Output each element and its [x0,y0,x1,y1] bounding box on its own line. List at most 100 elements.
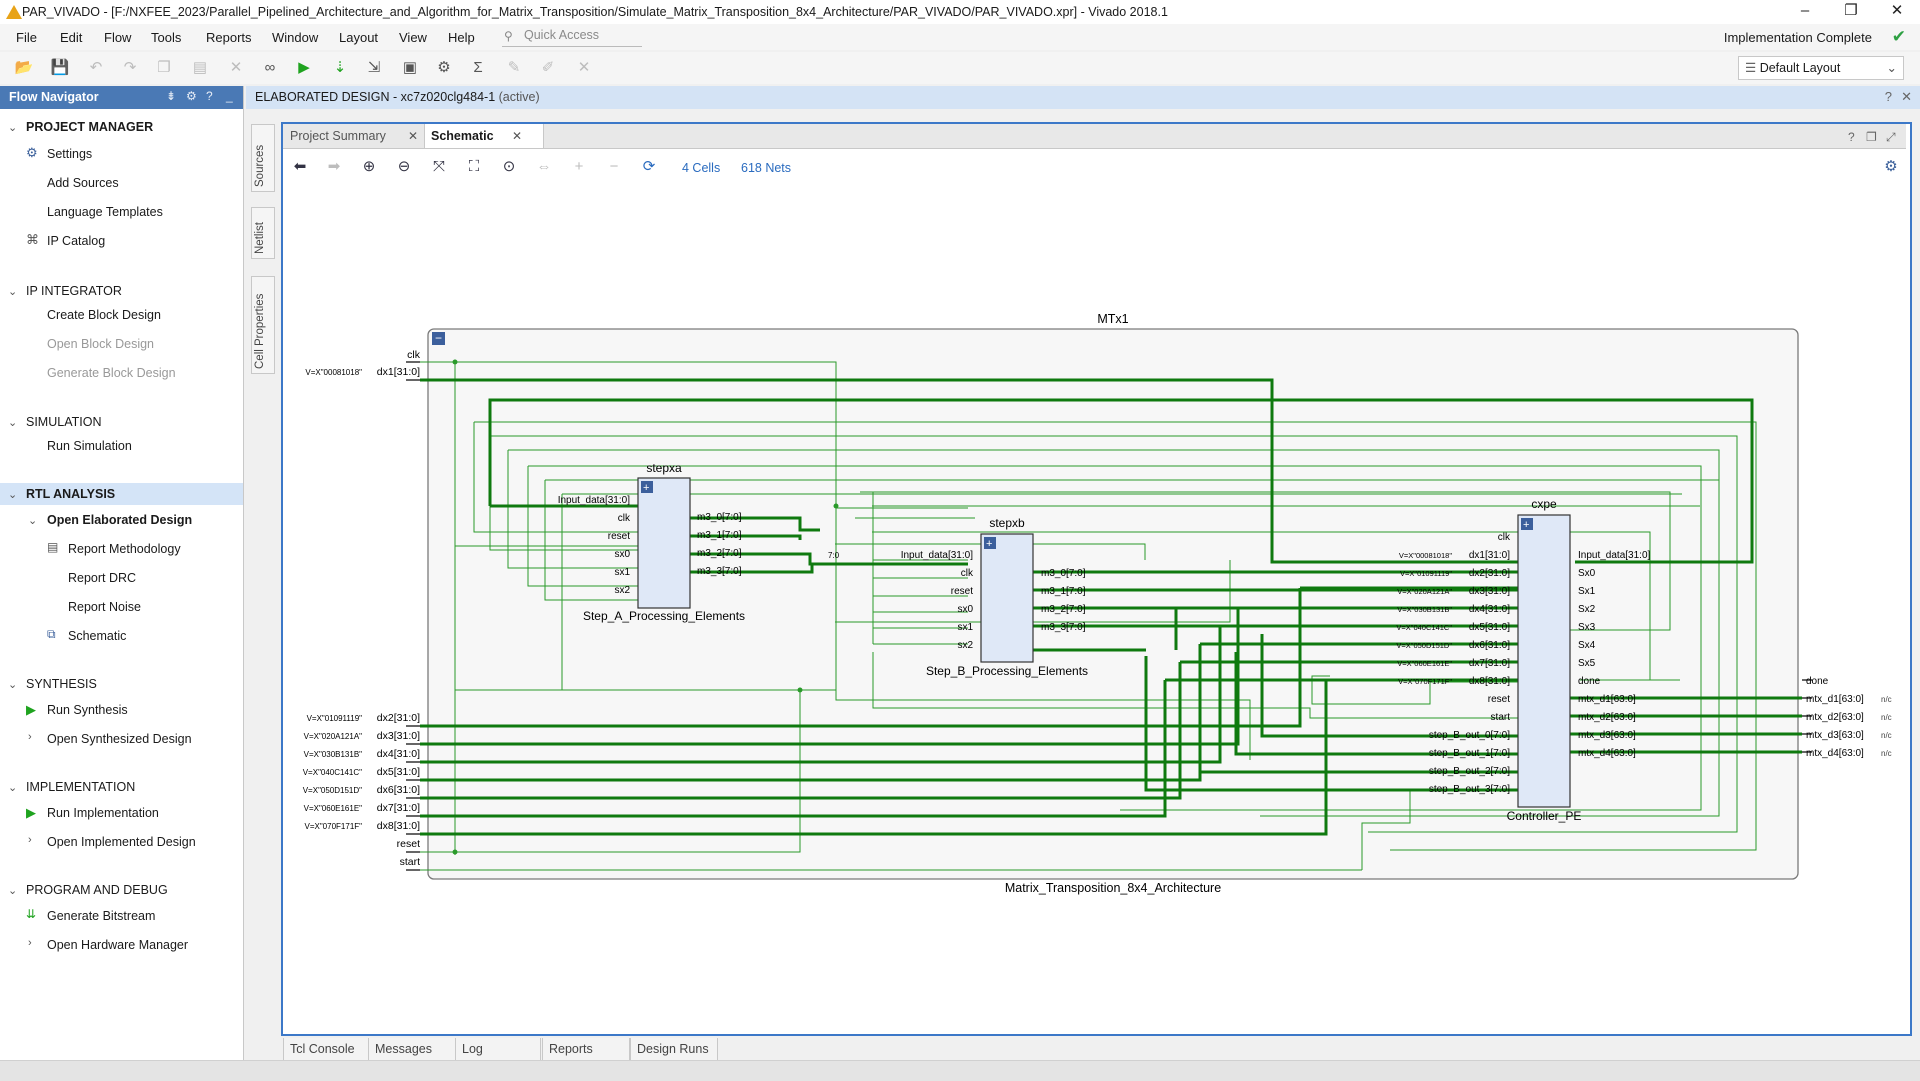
nav-section-implementation[interactable]: IMPLEMENTATION [26,780,136,794]
copy-icon[interactable]: ❐ [157,59,171,76]
zoom-out-icon[interactable]: ⊖ [397,158,411,175]
nav-section-project-manager[interactable]: PROJECT MANAGER [26,120,154,134]
menu-file[interactable]: File [16,30,37,45]
port-dx7[interactable]: dx7[31:0] [377,802,420,814]
nav-item-open-block-design[interactable]: Open Block Design [47,337,155,351]
port-dx5[interactable]: dx5[31:0] [377,766,420,778]
chevron-down-icon[interactable]: ⌄ [8,782,18,794]
expand-icon[interactable]: ⇔ [536,158,552,175]
report-icon[interactable]: ▣ [402,59,418,76]
restore-icon[interactable]: ❐ [1866,130,1877,144]
tab-schematic[interactable]: Schematic [424,124,544,148]
settings-icon[interactable]: ⚙ [186,89,197,103]
collapse-all-icon[interactable]: ⇟ [166,89,177,103]
nav-item-report-drc[interactable]: Report DRC [68,571,137,585]
gear-icon[interactable]: ⚙ [437,59,451,76]
port-dx6[interactable]: dx6[31:0] [377,784,420,796]
chevron-down-icon[interactable]: ⌄ [8,286,18,298]
download-icon[interactable]: ⇲ [367,59,381,76]
port-dx4[interactable]: dx4[31:0] [377,748,420,760]
port-dx2[interactable]: dx2[31:0] [377,712,420,724]
close-icon[interactable]: ✕ [1901,89,1912,104]
port-mtx-d1[interactable]: mtx_d1[63:0] [1806,694,1864,705]
nav-item-generate-bitstream[interactable]: Generate Bitstream [47,909,156,923]
open-project-icon[interactable]: 📂 [14,59,34,76]
chevron-right-icon[interactable]: › [28,834,32,846]
menu-view[interactable]: View [399,30,427,45]
sigma-icon[interactable]: Σ [473,59,483,76]
port-dx8[interactable]: dx8[31:0] [377,820,420,832]
close-tab-icon[interactable]: ✕ [512,129,523,143]
cxpe-cell[interactable] [1517,514,1571,808]
nav-item-generate-block-design[interactable]: Generate Block Design [47,366,176,380]
nav-item-report-noise[interactable]: Report Noise [68,600,141,614]
port-mtx-d4[interactable]: mtx_d4[63:0] [1806,748,1864,759]
zoom-area-icon[interactable]: ⛶ [468,158,480,175]
zoom-fit-icon[interactable]: ⤧ [432,158,445,175]
nav-item-run-simulation[interactable]: Run Simulation [47,439,132,453]
debug-icon[interactable]: ✎ [507,59,521,76]
cancel-icon[interactable]: ✕ [577,59,591,76]
nav-item-open-implemented-design[interactable]: Open Implemented Design [47,835,196,849]
maximize-button[interactable]: ❐ [1844,2,1858,19]
binoculars-icon[interactable]: ∞ [264,59,276,76]
nav-item-run-synthesis[interactable]: Run Synthesis [47,703,128,717]
minimize-panel-icon[interactable]: _ [226,89,233,103]
help-icon[interactable]: ? [206,89,213,103]
nav-item-settings[interactable]: Settings [47,147,93,161]
minimize-button[interactable]: – [1800,2,1810,19]
menu-flow[interactable]: Flow [104,30,132,45]
expand-cell-icon[interactable] [641,481,653,493]
chevron-down-icon[interactable]: ⌄ [8,679,18,691]
nav-section-simulation[interactable]: SIMULATION [26,415,102,429]
side-tab-cell-properties[interactable]: Cell Properties [251,276,275,374]
menu-layout[interactable]: Layout [339,30,379,45]
stepxa-cell[interactable] [637,477,691,609]
port-dx1[interactable]: dx1[31:0] [377,366,420,378]
tab-design-runs[interactable]: Design Runs [630,1038,718,1061]
nav-item-run-implementation[interactable]: Run Implementation [47,806,159,820]
tab-messages[interactable]: Messages [368,1038,456,1061]
edit-icon[interactable]: ✐ [541,59,555,76]
menu-window[interactable]: Window [272,30,319,45]
redo-icon[interactable]: ↷ [123,59,137,76]
refresh-icon[interactable]: ⟳ [642,158,656,175]
run-icon[interactable]: ▶ [298,59,310,76]
side-tab-sources[interactable]: Sources [251,124,275,192]
chevron-right-icon[interactable]: › [28,937,32,949]
stepxb-cell[interactable] [980,533,1034,663]
chevron-down-icon[interactable]: ⌄ [8,122,18,134]
chevron-down-icon[interactable]: ⌄ [8,489,18,501]
tab-log[interactable]: Log [455,1038,541,1061]
step-icon[interactable]: ⇣ [333,59,347,76]
port-done[interactable]: done [1806,676,1829,687]
help-icon[interactable]: ? [1848,130,1855,144]
schematic-canvas[interactable]: − MTx1 Matrix_Transposition_8x4_Architec… [283,184,1906,1030]
add-icon[interactable]: + [574,158,584,175]
close-window-button[interactable]: ✕ [1890,2,1904,19]
port-reset[interactable]: reset [397,838,420,850]
port-mtx-d2[interactable]: mtx_d2[63:0] [1806,712,1864,723]
chevron-down-icon[interactable]: ⌄ [8,417,18,429]
menu-edit[interactable]: Edit [60,30,83,45]
side-tab-netlist[interactable]: Netlist [251,207,275,259]
nav-item-language-templates[interactable]: Language Templates [47,205,163,219]
quick-access-input[interactable]: Quick Access [502,28,642,47]
remove-icon[interactable]: − [609,158,619,175]
forward-icon[interactable]: ➡ [327,158,341,175]
zoom-in-icon[interactable]: ⊕ [362,158,376,175]
port-dx3[interactable]: dx3[31:0] [377,730,420,742]
nav-item-open-elaborated-design[interactable]: Open Elaborated Design [47,513,193,527]
menu-reports[interactable]: Reports [206,30,252,45]
menu-tools[interactable]: Tools [151,30,182,45]
close-tab-icon[interactable]: ✕ [408,129,419,143]
nav-item-open-synthesized-design[interactable]: Open Synthesized Design [47,732,192,746]
paste-icon[interactable]: ▤ [192,59,208,76]
expand-cell-icon[interactable] [984,537,996,549]
nav-item-report-methodology[interactable]: Report Methodology [68,542,181,556]
menu-help[interactable]: Help [448,30,475,45]
expand-cell-icon[interactable] [1521,518,1533,530]
nets-count-link[interactable]: 618 Nets [741,161,792,175]
nav-item-ip-catalog[interactable]: IP Catalog [47,234,106,248]
layout-select[interactable]: ☰ Default Layout ⌄ [1738,56,1904,80]
